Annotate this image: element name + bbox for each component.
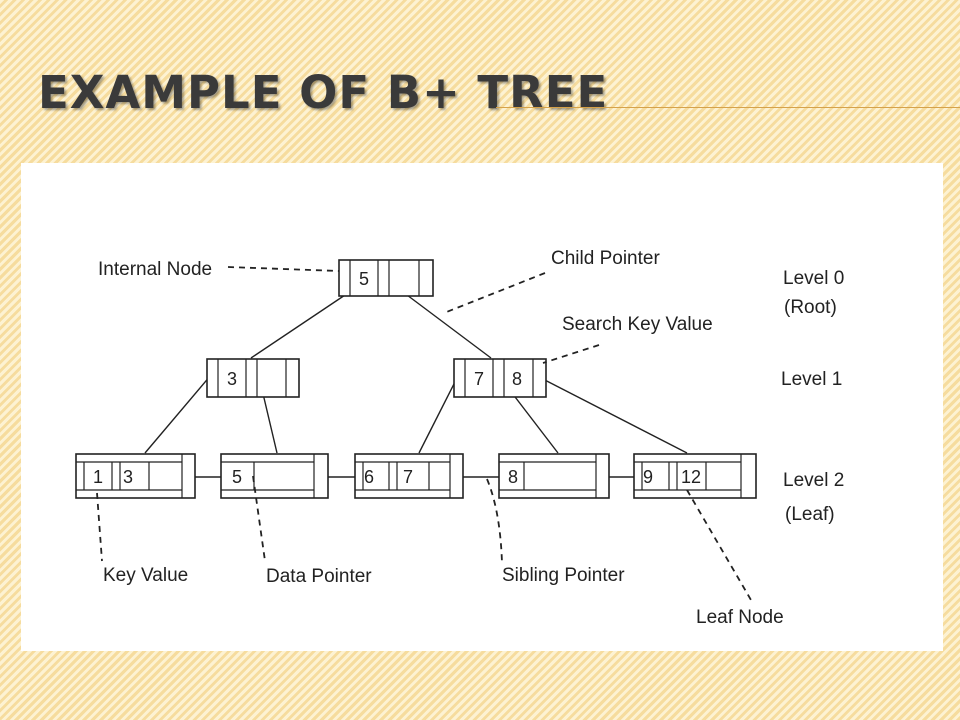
- level-1-label: Level 1: [781, 369, 842, 390]
- level-0-sublabel: (Root): [784, 297, 837, 318]
- root-node: 5: [338, 259, 434, 297]
- leaf3-key-1: 6: [364, 467, 374, 487]
- level1-left-key-1: 3: [227, 369, 237, 389]
- root-key-1: 5: [359, 269, 369, 289]
- leaf-node-5: 9 12: [633, 453, 757, 499]
- leaf-node-4: 8: [498, 453, 610, 499]
- leaf5-key-1: 9: [643, 467, 653, 487]
- leaf3-key-2: 7: [403, 467, 413, 487]
- label-internal-node: Internal Node: [98, 259, 212, 280]
- leaf1-key-1: 1: [93, 467, 103, 487]
- label-child-pointer: Child Pointer: [551, 248, 660, 269]
- leader-leaf-node: [686, 489, 752, 601]
- level-0-label: Level 0: [783, 268, 844, 289]
- leaf5-key-2: 12: [681, 467, 701, 487]
- edge-level1-left-to-leaf1: [144, 374, 212, 454]
- label-leaf-node: Leaf Node: [696, 607, 784, 628]
- leader-data-pointer: [252, 475, 266, 562]
- leaf2-key-1: 5: [232, 467, 242, 487]
- level1-left-node: 3: [206, 358, 300, 398]
- leaf-node-2: 5: [220, 453, 329, 499]
- edge-level1-right-to-leaf5: [536, 375, 688, 454]
- label-sibling-pointer: Sibling Pointer: [502, 565, 625, 586]
- edge-root-to-level1-left: [250, 284, 361, 359]
- title-underline: [496, 107, 960, 108]
- leaf1-key-2: 3: [123, 467, 133, 487]
- level1-right-key-1: 7: [474, 369, 484, 389]
- slide-title: EXAMPLE OF B+ TREE: [38, 66, 609, 119]
- level-2-label: Level 2: [783, 470, 844, 491]
- leaf-node-1: 1 3: [75, 453, 196, 499]
- leaf-node-3: 6 7: [354, 453, 464, 499]
- leader-child-pointer: [443, 272, 546, 314]
- label-key-value: Key Value: [103, 565, 188, 586]
- leader-key-value: [96, 492, 103, 562]
- leaf4-key-1: 8: [508, 467, 518, 487]
- edge-level1-right-to-leaf3: [418, 375, 459, 454]
- label-data-pointer: Data Pointer: [266, 566, 372, 587]
- label-search-key-value: Search Key Value: [562, 314, 713, 335]
- level1-right-node: 7 8: [453, 358, 547, 398]
- level1-right-key-2: 8: [512, 369, 522, 389]
- level-2-sublabel: (Leaf): [785, 504, 835, 525]
- diagram-panel: 5 3 7 8: [21, 163, 943, 651]
- leader-search-key-value: [542, 344, 600, 364]
- b-plus-tree-diagram: 5 3 7 8: [75, 248, 844, 628]
- leader-internal-node: [227, 266, 340, 272]
